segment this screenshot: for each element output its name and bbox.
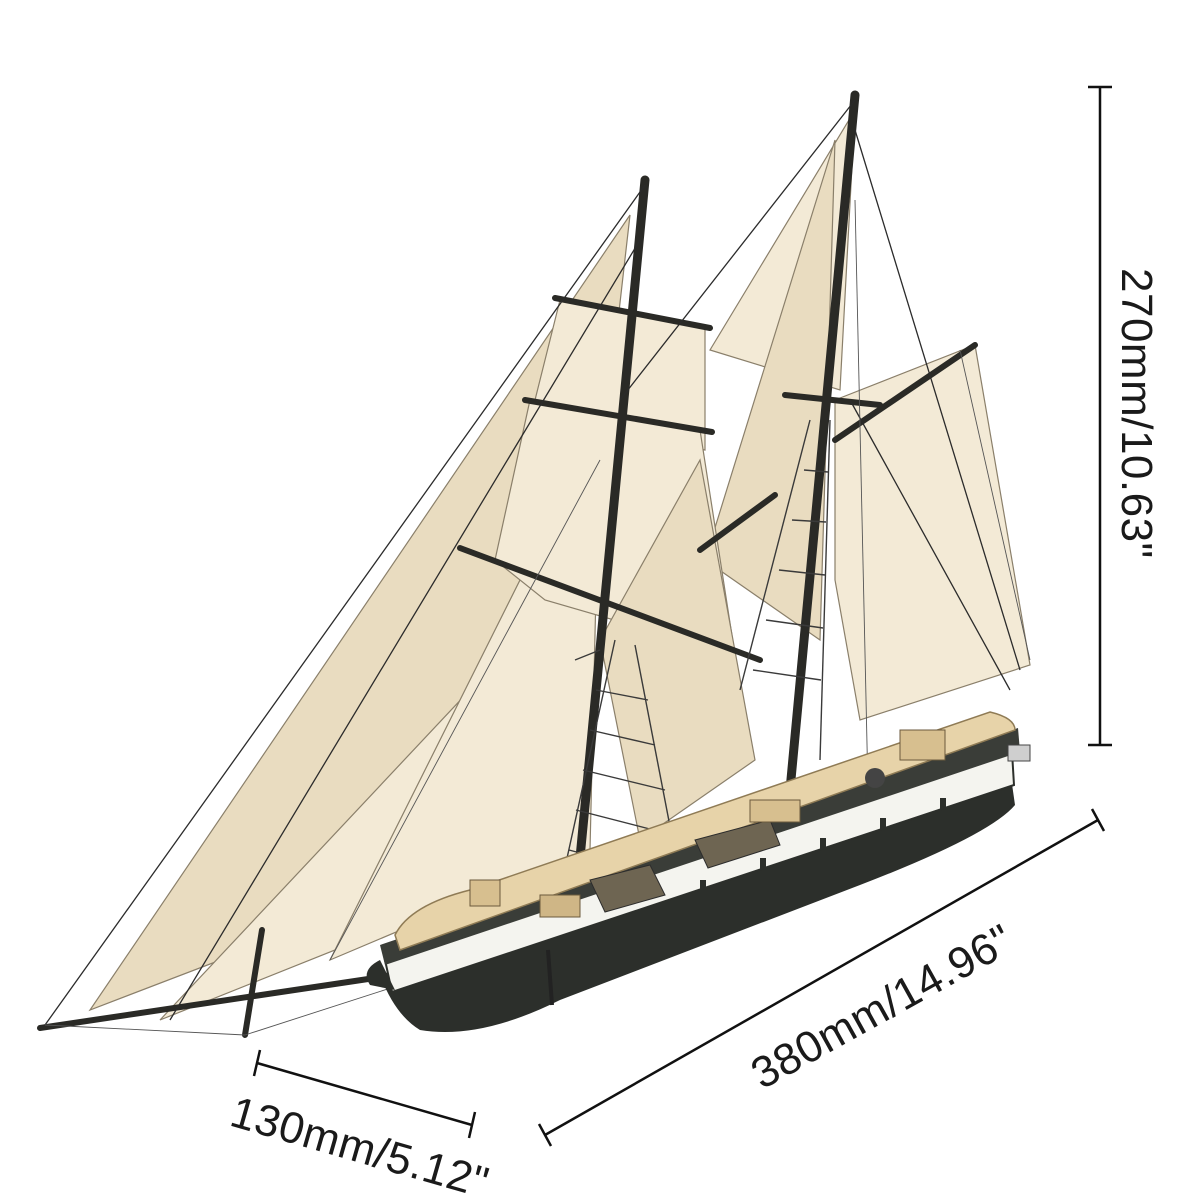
fore-lower-yard bbox=[457, 545, 763, 663]
height-dimension: 270mm/10.63" bbox=[1088, 85, 1161, 747]
width-label: 130mm/5.12" bbox=[225, 1088, 494, 1200]
main-gaff bbox=[832, 342, 978, 443]
fore-mast bbox=[570, 175, 650, 915]
main-ratlines bbox=[739, 419, 831, 761]
main-boom bbox=[697, 492, 778, 553]
height-label: 270mm/10.63" bbox=[1112, 268, 1161, 559]
fore-gaff-sail bbox=[599, 458, 756, 842]
bowsprit bbox=[37, 972, 398, 1031]
dolphin-striker bbox=[242, 927, 265, 1038]
fore-mid-yard bbox=[522, 397, 715, 435]
hull bbox=[366, 711, 1031, 1032]
sailboat-model-icon bbox=[37, 90, 1031, 1038]
main-crosstree bbox=[782, 392, 883, 408]
main-gaff-sail bbox=[834, 344, 1031, 721]
fore-top-yard bbox=[552, 295, 713, 331]
main-mast bbox=[785, 90, 860, 795]
width-dimension: 130mm/5.12" bbox=[225, 1049, 494, 1200]
